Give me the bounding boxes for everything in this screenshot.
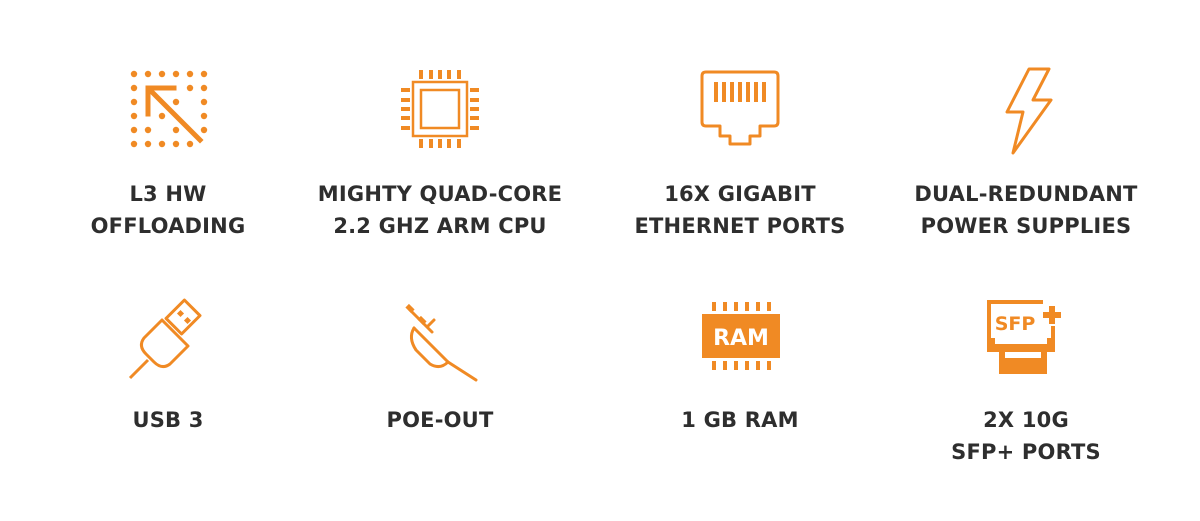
feature-poe: POE-OUT — [290, 290, 590, 480]
feature-cpu: MIGHTY QUAD-CORE 2.2 GHZ ARM CPU — [290, 60, 590, 250]
feature-usb: USB 3 — [18, 290, 318, 480]
feature-label: 16X GIGABIT ETHERNET PORTS — [634, 182, 846, 238]
feature-ram: RAM 1 GB RAM — [590, 290, 890, 480]
l3-offload-arrow-icon — [18, 68, 318, 148]
sfp-icon-text: SFP — [995, 313, 1036, 335]
ram-icon-text: RAM — [713, 326, 769, 351]
feature-sfp: SFP 2X 10G SFP+ PORTS — [876, 290, 1176, 480]
lightning-bolt-icon — [876, 66, 1176, 156]
feature-label: DUAL-REDUNDANT POWER SUPPLIES — [914, 182, 1138, 238]
feature-label: POE-OUT — [386, 408, 494, 432]
feature-label: 1 GB RAM — [681, 408, 799, 432]
feature-l3-offloading: L3 HW OFFLOADING — [18, 60, 318, 250]
feature-power: DUAL-REDUNDANT POWER SUPPLIES — [876, 60, 1176, 250]
usb-plug-icon — [18, 298, 318, 382]
ram-chip-icon: RAM — [590, 300, 890, 372]
feature-label: USB 3 — [132, 408, 204, 432]
ethernet-port-icon — [590, 70, 890, 146]
feature-label: 2X 10G SFP+ PORTS — [951, 408, 1101, 464]
poe-plug-icon — [290, 298, 590, 382]
feature-label: MIGHTY QUAD-CORE 2.2 GHZ ARM CPU — [317, 182, 563, 238]
cpu-chip-icon — [290, 68, 590, 150]
feature-ethernet: 16X GIGABIT ETHERNET PORTS — [590, 60, 890, 250]
feature-label: L3 HW OFFLOADING — [90, 182, 246, 238]
sfp-module-icon: SFP — [876, 296, 1176, 376]
